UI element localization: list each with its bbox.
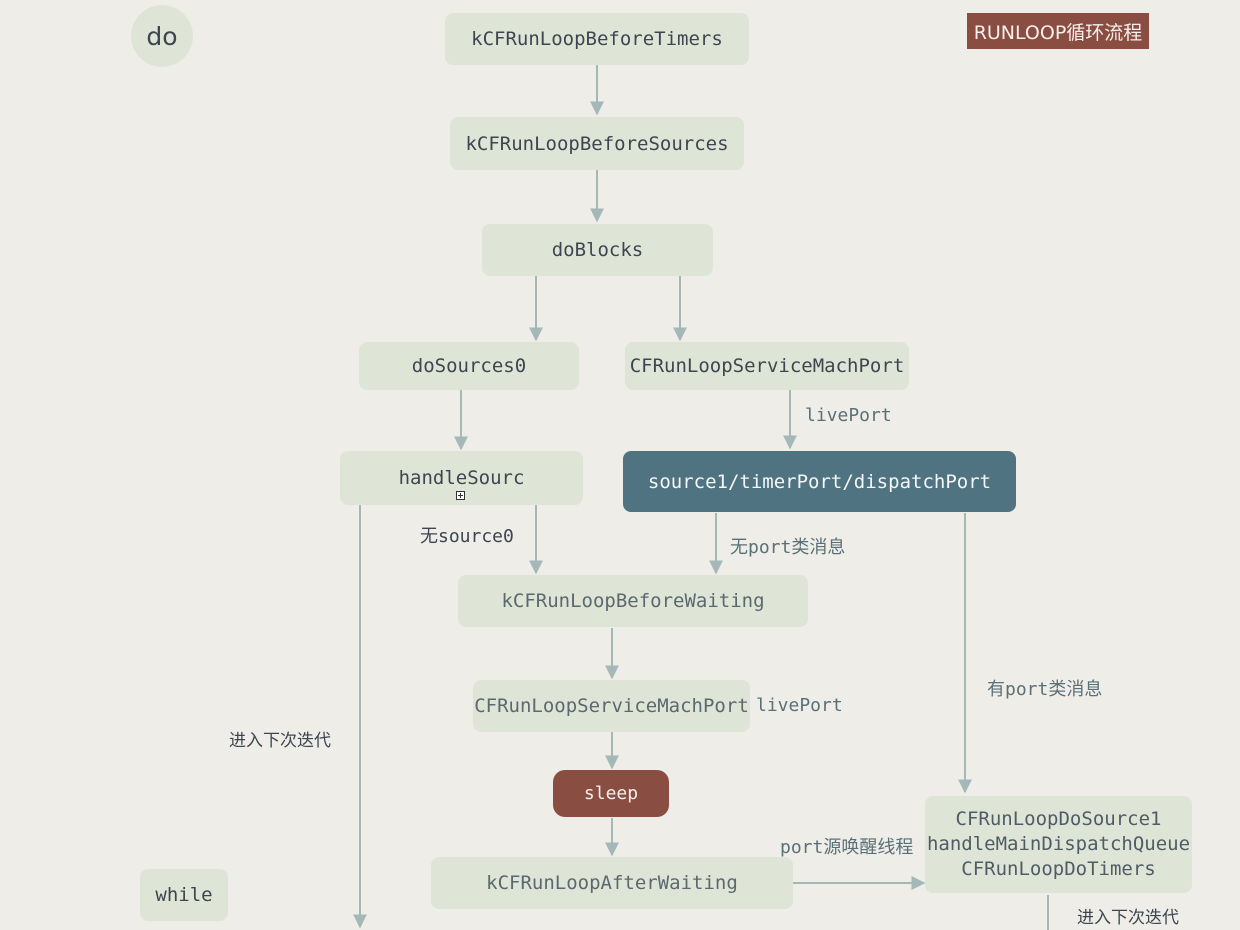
node-service-mach-port-2: CFRunLoopServiceMachPort [473, 680, 750, 732]
node-do-sources0: doSources0 [359, 342, 579, 390]
label-live-port: livePort [805, 405, 892, 426]
label-live-port-2: livePort [756, 695, 843, 716]
label-no-source0: 无source0 [420, 526, 514, 547]
label-next-iteration-right: 进入下次迭代 [1077, 908, 1179, 928]
while-end-node: while [140, 869, 228, 921]
do-start-node: do [131, 5, 193, 67]
handler-do-source1: CFRunLoopDoSource1 [955, 808, 1162, 830]
handler-do-timers: CFRunLoopDoTimers [961, 858, 1156, 880]
label-no-port-message: 无port类消息 [730, 537, 846, 558]
node-sleep: sleep [553, 770, 669, 817]
label-has-port-message: 有port类消息 [987, 679, 1103, 700]
node-before-waiting: kCFRunLoopBeforeWaiting [458, 575, 808, 627]
node-port-check: source1/timerPort/dispatchPort [623, 451, 1016, 512]
node-after-waiting: kCFRunLoopAfterWaiting [431, 857, 793, 909]
label-port-wake-thread: port源唤醒线程 [780, 837, 914, 858]
node-service-mach-port: CFRunLoopServiceMachPort [625, 342, 909, 390]
node-before-timers: kCFRunLoopBeforeTimers [445, 13, 749, 65]
node-before-sources: kCFRunLoopBeforeSources [450, 117, 744, 170]
handler-main-dispatch-queue: handleMainDispatchQueue [926, 833, 1191, 855]
node-handlers: CFRunLoopDoSource1 handleMainDispatchQue… [925, 796, 1192, 893]
expand-icon [456, 491, 465, 500]
label-next-iteration-left: 进入下次迭代 [229, 731, 331, 751]
node-do-blocks: doBlocks [482, 224, 713, 276]
title-badge: RUNLOOP循环流程 [967, 13, 1149, 49]
